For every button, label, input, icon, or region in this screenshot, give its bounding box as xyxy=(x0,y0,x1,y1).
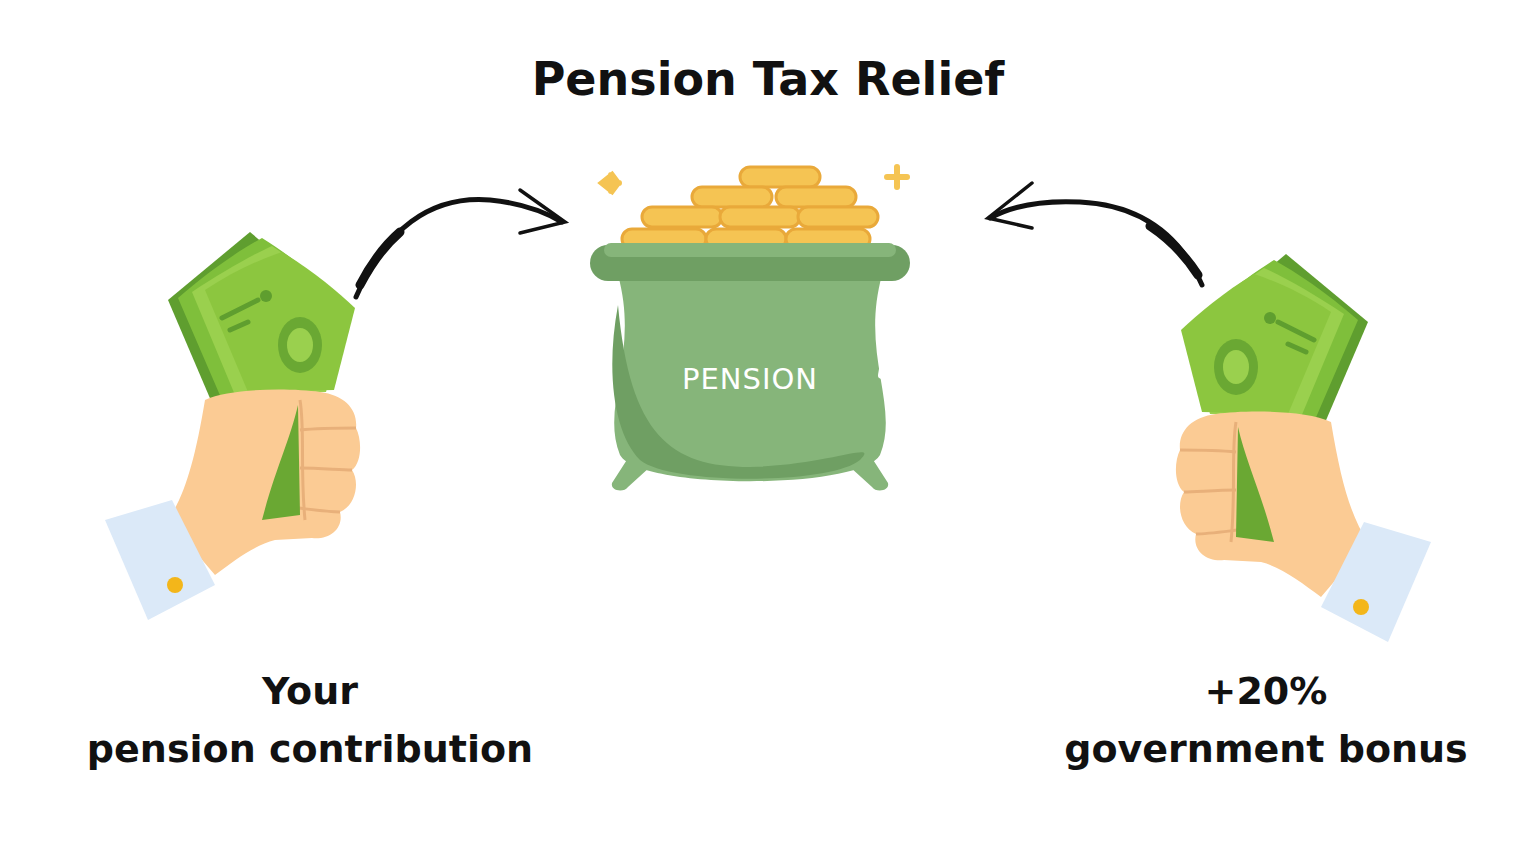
caption: Your pension contribution xyxy=(50,662,570,778)
diagram-title: Pension Tax Relief xyxy=(0,52,1536,106)
hand-with-money xyxy=(1176,254,1431,642)
curved-arrow xyxy=(988,183,1202,285)
curved-arrow xyxy=(356,190,565,297)
pot-label: PENSION xyxy=(580,362,920,396)
pot-shape xyxy=(580,155,920,500)
hand-with-money xyxy=(105,232,360,620)
pot-node: PENSION xyxy=(580,155,920,500)
caption: +20% government bonus xyxy=(1006,662,1526,778)
